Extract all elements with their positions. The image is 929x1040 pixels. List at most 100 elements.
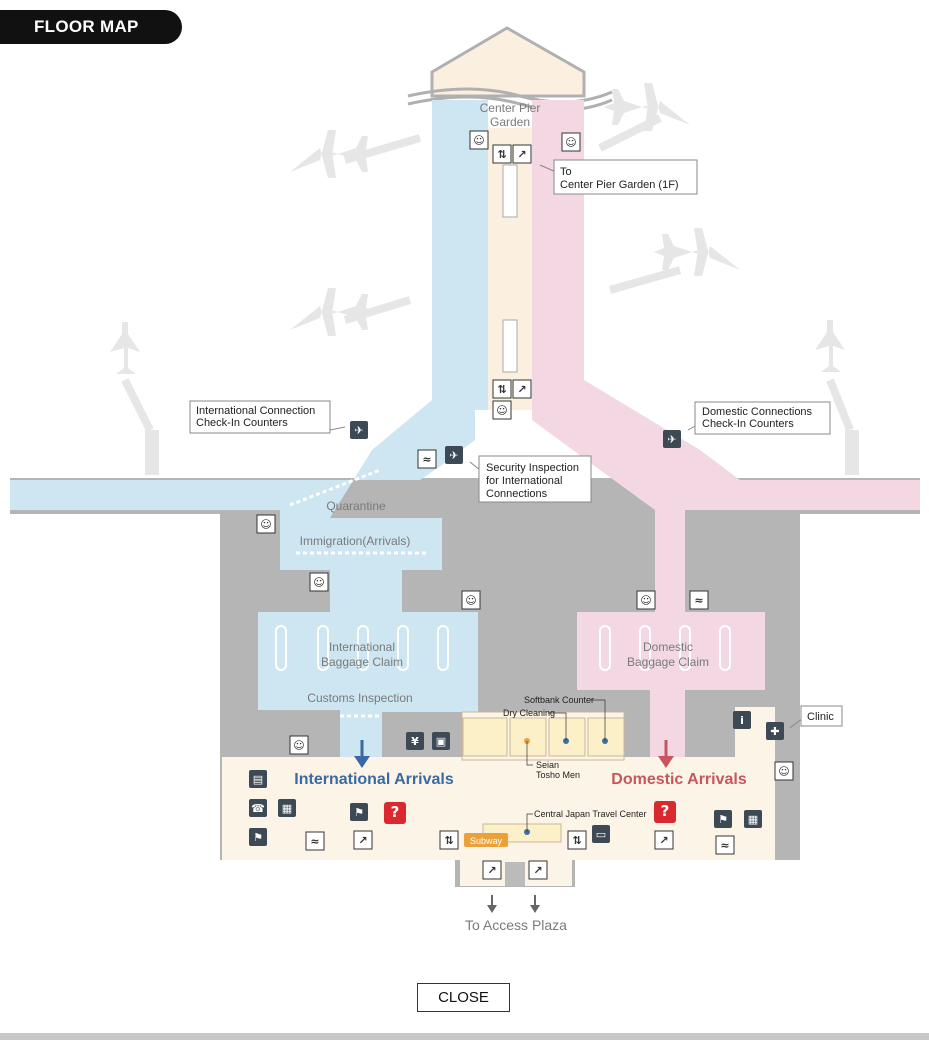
svg-text:⚑: ⚑ xyxy=(354,806,364,819)
area-customs: Customs Inspection xyxy=(307,691,412,705)
information-icon: i xyxy=(733,711,751,729)
baby-care-icon: ☺ xyxy=(461,590,481,610)
currency-icon: ¥ xyxy=(406,732,424,750)
db-line1: Domestic xyxy=(643,640,693,654)
center-pier-top xyxy=(407,26,613,112)
svg-text:↗: ↗ xyxy=(487,864,496,877)
svg-text:☎: ☎ xyxy=(251,802,265,815)
luggage-icon: ▤ xyxy=(249,770,267,788)
svg-text:☺: ☺ xyxy=(313,576,324,589)
airplane-icon: ✈ xyxy=(350,421,368,439)
arrivals-hall xyxy=(222,707,775,886)
seian-line2: Tosho Men xyxy=(536,770,580,780)
locker-icon: ▦ xyxy=(278,799,296,817)
svg-text:✈: ✈ xyxy=(354,424,363,437)
floor-map: ☺⇅↗☺⇅↗☺✈≈✈✈☺☺☺☺≈☺¥▣i✚☺▤☎▦⚑?⚑≈↗⇅▭⇅?↗⚑▦≈↗↗… xyxy=(10,26,920,933)
baby-care-icon: ☺ xyxy=(469,130,489,150)
baby-care-icon: ☺ xyxy=(289,735,309,755)
cpg-line2: Garden xyxy=(490,115,530,129)
cpg-line1: Center Pier xyxy=(480,101,541,115)
ib-line1: International xyxy=(329,640,395,654)
svg-text:?: ? xyxy=(391,803,400,821)
shop-dry-cleaning: Dry Cleaning xyxy=(503,708,555,718)
meeting-point-icon: ⚑ xyxy=(714,810,732,828)
arrow-down-icon xyxy=(354,756,370,768)
svg-text:↗: ↗ xyxy=(517,148,526,161)
svg-text:☺: ☺ xyxy=(565,136,576,149)
ib-line2: Baggage Claim xyxy=(321,655,403,669)
tcp-l2: Center Pier Garden (1F) xyxy=(560,179,679,191)
svg-text:≈: ≈ xyxy=(720,839,729,852)
svg-text:▦: ▦ xyxy=(748,813,758,826)
internet-icon: ▭ xyxy=(592,825,610,843)
baby-care-icon: ☺ xyxy=(561,132,581,152)
international-zone xyxy=(10,100,488,758)
svg-text:?: ? xyxy=(661,802,670,820)
db-line2: Baggage Claim xyxy=(627,655,709,669)
locker-icon: ▦ xyxy=(744,810,762,828)
svg-text:▤: ▤ xyxy=(253,773,263,786)
shop-travel-center: Central Japan Travel Center xyxy=(534,809,647,819)
close-button[interactable]: CLOSE xyxy=(417,983,510,1012)
svg-text:☺: ☺ xyxy=(496,404,507,417)
ic-l2: Check-In Counters xyxy=(196,417,288,429)
baby-care-icon: ☺ xyxy=(774,761,794,781)
sc-l1: Security Inspection xyxy=(486,462,579,474)
baby-care-icon: ☺ xyxy=(256,514,276,534)
arrow-down-icon xyxy=(530,905,540,913)
elevator-icon: ⇅ xyxy=(492,144,512,164)
escalator-icon: ↗ xyxy=(654,830,674,850)
area-quarantine: Quarantine xyxy=(326,499,386,513)
baggage-belts xyxy=(275,625,731,671)
svg-text:☺: ☺ xyxy=(293,739,304,752)
elevator-icon: ⇅ xyxy=(492,379,512,399)
area-immigration: Immigration(Arrivals) xyxy=(300,534,411,548)
dom-arrivals-label: Domestic Arrivals xyxy=(611,771,747,788)
svg-text:✈: ✈ xyxy=(667,433,676,446)
svg-text:≈: ≈ xyxy=(694,594,703,607)
svg-text:⇅: ⇅ xyxy=(497,383,506,396)
svg-text:¥: ¥ xyxy=(411,735,419,748)
dc-l2: Check-In Counters xyxy=(702,418,794,430)
help-icon: ? xyxy=(654,801,676,823)
svg-text:⇅: ⇅ xyxy=(497,148,506,161)
meeting-point-icon: ⚑ xyxy=(350,803,368,821)
svg-text:✈: ✈ xyxy=(449,449,458,462)
svg-text:☺: ☺ xyxy=(465,594,476,607)
svg-text:☺: ☺ xyxy=(260,518,271,531)
svg-text:☺: ☺ xyxy=(640,594,651,607)
airplane-icon: ✈ xyxy=(445,446,463,464)
to-access-plaza-label: To Access Plaza xyxy=(465,917,567,933)
baby-care-icon: ☺ xyxy=(636,590,656,610)
escalator-icon: ↗ xyxy=(512,379,532,399)
arrow-down-icon xyxy=(658,756,674,768)
smoking-icon: ≈ xyxy=(689,590,709,610)
airplane-silhouettes xyxy=(110,83,859,475)
intl-arrivals-label: International Arrivals xyxy=(294,771,454,788)
svg-text:⚑: ⚑ xyxy=(253,831,263,844)
sc-l2: for International xyxy=(486,475,562,487)
svg-text:☺: ☺ xyxy=(473,134,484,147)
tcp-l1: To xyxy=(560,166,572,178)
svg-text:▣: ▣ xyxy=(436,735,446,748)
elevator-icon: ⇅ xyxy=(567,830,587,850)
svg-text:⚑: ⚑ xyxy=(718,813,728,826)
svg-text:↗: ↗ xyxy=(517,383,526,396)
elevator-icon: ⇅ xyxy=(439,830,459,850)
clinic-icon: ✚ xyxy=(766,722,784,740)
dc-l1: Domestic Connections xyxy=(702,406,813,418)
callout-clinic: Clinic xyxy=(807,711,834,723)
escalator-icon: ↗ xyxy=(482,860,502,880)
svg-text:≈: ≈ xyxy=(422,453,431,466)
ic-l1: International Connection xyxy=(196,405,315,417)
svg-text:▦: ▦ xyxy=(282,802,292,815)
svg-text:≈: ≈ xyxy=(310,835,319,848)
meeting-point-icon: ⚑ xyxy=(249,828,267,846)
baby-care-icon: ☺ xyxy=(309,572,329,592)
